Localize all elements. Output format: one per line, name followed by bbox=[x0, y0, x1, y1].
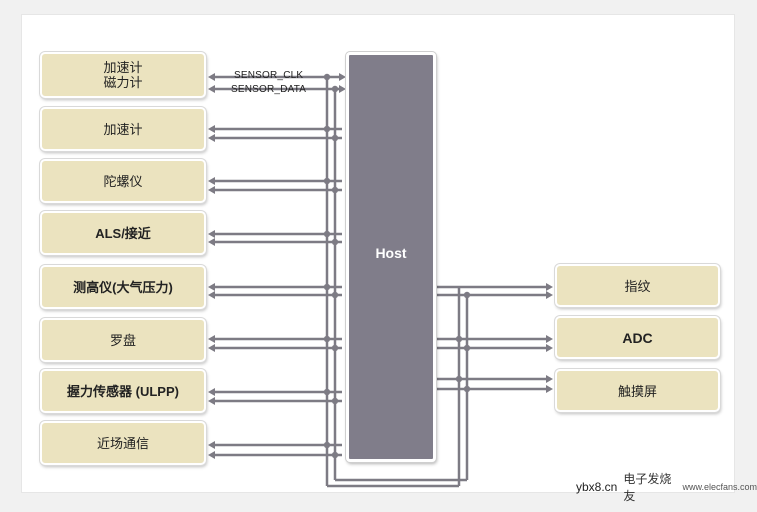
sensor-clk-label: SENSOR_CLK bbox=[234, 70, 304, 81]
block-label: ADC bbox=[622, 329, 653, 346]
block-label: 指纹 bbox=[624, 279, 651, 294]
block-touchscreen: 触摸屏 bbox=[555, 369, 720, 412]
arrow-right-icon bbox=[546, 335, 553, 343]
block-label: 陀螺仪 bbox=[103, 173, 143, 189]
block-als-proximity: ALS/接近 bbox=[40, 211, 206, 255]
watermark-site2: www.elecfans.com bbox=[682, 482, 757, 492]
arrow-left-icon bbox=[208, 134, 215, 142]
arrow-left-icon bbox=[208, 125, 215, 133]
junction-dot bbox=[331, 238, 339, 246]
block-grip-sensor: 握力传感器 (ULPP) bbox=[40, 369, 206, 413]
arrow-left-icon bbox=[208, 177, 215, 185]
block-label: ALS/接近 bbox=[95, 225, 151, 241]
host-block: Host bbox=[346, 52, 436, 462]
arrow-left-icon bbox=[208, 344, 215, 352]
arrow-right-icon bbox=[339, 85, 346, 93]
arrow-left-icon bbox=[208, 451, 215, 459]
arrow-right-icon bbox=[546, 291, 553, 299]
arrow-left-icon bbox=[208, 441, 215, 449]
block-accel-magnetometer: 加速计 磁力计 bbox=[40, 52, 206, 98]
block-altimeter: 测高仪(大气压力) bbox=[40, 265, 206, 309]
arrow-right-icon bbox=[546, 385, 553, 393]
arrow-left-icon bbox=[208, 335, 215, 343]
arrow-left-icon bbox=[208, 230, 215, 238]
watermark-site: ybx8.cn bbox=[576, 480, 618, 494]
arrow-right-icon bbox=[546, 283, 553, 291]
junction-dot bbox=[331, 344, 339, 352]
arrow-left-icon bbox=[208, 291, 215, 299]
arrow-left-icon bbox=[208, 186, 215, 194]
block-fingerprint: 指纹 bbox=[555, 264, 720, 307]
block-label: 触摸屏 bbox=[617, 384, 657, 399]
arrow-left-icon bbox=[208, 238, 215, 246]
junction-dot bbox=[331, 134, 339, 142]
junction-dot bbox=[331, 451, 339, 459]
block-accelerometer: 加速计 bbox=[40, 107, 206, 151]
junction-dot bbox=[331, 186, 339, 194]
block-gyroscope: 陀螺仪 bbox=[40, 159, 206, 203]
arrow-left-icon bbox=[208, 85, 215, 93]
arrow-right-icon bbox=[546, 375, 553, 383]
arrow-left-icon bbox=[208, 397, 215, 405]
block-label: 测高仪(大气压力) bbox=[73, 279, 173, 295]
host-label: Host bbox=[375, 245, 407, 261]
junction-dot bbox=[331, 85, 339, 93]
block-nfc: 近场通信 bbox=[40, 421, 206, 465]
arrow-right-icon bbox=[339, 73, 346, 81]
arrow-left-icon bbox=[208, 388, 215, 396]
arrow-right-icon bbox=[546, 344, 553, 352]
junction-dot bbox=[331, 291, 339, 299]
sensor-data-label: SENSOR_DATA bbox=[231, 84, 307, 95]
block-label: 加速计 bbox=[103, 121, 143, 137]
arrow-left-icon bbox=[208, 283, 215, 291]
block-compass: 罗盘 bbox=[40, 318, 206, 362]
block-adc: ADC bbox=[555, 316, 720, 359]
block-label: 近场通信 bbox=[96, 435, 149, 451]
block-label: 加速计 磁力计 bbox=[103, 60, 143, 90]
arrow-left-icon bbox=[208, 73, 215, 81]
block-label: 握力传感器 (ULPP) bbox=[67, 383, 179, 399]
block-label: 罗盘 bbox=[109, 332, 136, 348]
watermark-logo: 电子发烧友 bbox=[623, 472, 672, 503]
watermark: ybx8.cn 电子发烧友 www.elecfans.com bbox=[576, 470, 757, 504]
junction-dot bbox=[331, 397, 339, 405]
